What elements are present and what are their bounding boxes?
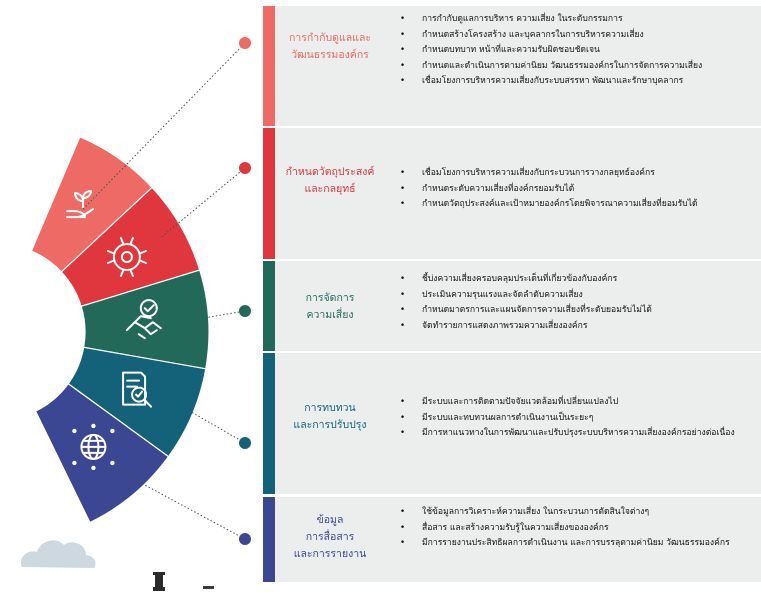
cloud-decoration bbox=[21, 540, 96, 568]
panel-accent-bar-review bbox=[263, 353, 275, 494]
panel-title-communication: ข้อมูล การสื่อสาร และการรายงาน bbox=[293, 514, 367, 560]
connector-lines bbox=[82, 37, 251, 545]
list-item: กำหนดบทบาท หน้าที่และความรับผิดชอบชัดเจน bbox=[400, 43, 759, 59]
connector-dot-governance bbox=[239, 37, 251, 49]
list-item: ใช้ข้อมูลการวิเคราะห์ความเสี่ยง ในกระบวน… bbox=[400, 505, 759, 521]
list-item: มีการรายงานประสิทธิผลการดำเนินงาน และการ… bbox=[400, 536, 759, 552]
segment-ring bbox=[30, 136, 210, 524]
panel-accent-bar-governance bbox=[263, 6, 275, 126]
panel-management: การจัดการ ความเสี่ยง ชี้บ่งความเสี่ยงครอบ… bbox=[263, 261, 761, 351]
list-item: สื่อสาร และสร้างความรับรู้ในความเสี่ยงขอ… bbox=[400, 521, 759, 537]
list-item: มีระบบและการติดตามปัจจัยแวดล้อมที่เปลี่ย… bbox=[400, 395, 759, 411]
list-item: กำหนดและดำเนินการตามค่านิยม วัฒนธรรมองค์… bbox=[400, 59, 759, 75]
panel-governance: การกำกับดูแลและ วัฒนธรรมองค์กร การกำกับดู… bbox=[263, 6, 761, 126]
panel-title-review: การทบทวน และการปรับปรุง bbox=[293, 402, 367, 431]
list-item: จัดทำรายการแสดงภาพรวมความเสี่ยงองค์กร bbox=[400, 319, 759, 335]
panel-list-management: ชี้บ่งความเสี่ยงครอบคลุมประเด็นที่เกี่ยว… bbox=[400, 272, 759, 334]
list-item: กำหนดมาตรการและแผนจัดการความเสี่ยงที่ระด… bbox=[400, 303, 759, 319]
connector-strategy bbox=[161, 167, 246, 238]
hand-plant-icon bbox=[66, 190, 95, 219]
list-item: มีระบบและทบทวนผลการดำเนินงานเป็นระยะๆ bbox=[400, 411, 759, 427]
connector-dot-review bbox=[239, 437, 251, 449]
list-item: กำหนดระดับความเสี่ยงที่องค์กรยอมรับได้ bbox=[400, 182, 759, 198]
connector-management bbox=[208, 310, 246, 318]
segment-icons bbox=[66, 190, 162, 471]
list-item: การกำกับดูแลการบริหาร ความเสี่ยง ในระดับ… bbox=[400, 12, 759, 28]
object-decoration bbox=[153, 572, 214, 591]
list-item: ชี้บ่งความเสี่ยงครอบคลุมประเด็นที่เกี่ยว… bbox=[400, 272, 759, 288]
panel-list-communication: ใช้ข้อมูลการวิเคราะห์ความเสี่ยง ในกระบวน… bbox=[400, 505, 759, 552]
list-item: เชื่อมโยงการบริหารความเสี่ยงกับระบบสรรหา… bbox=[400, 74, 759, 90]
connector-review bbox=[182, 406, 246, 444]
globe-network-icon bbox=[72, 423, 115, 471]
document-magnifier-icon bbox=[122, 371, 153, 408]
connector-dot-management bbox=[239, 305, 251, 317]
panel-list-review: มีระบบและการติดตามปัจจัยแวดล้อมที่เปลี่ย… bbox=[400, 395, 759, 442]
connector-dot-communication bbox=[239, 533, 251, 545]
connector-dot-strategy bbox=[239, 162, 251, 174]
list-item: กำหนดวัตถุประสงค์และเป้าหมายองค์กรโดยพิจ… bbox=[400, 197, 759, 213]
list-item: มีการหาแนวทางในการพัฒนาและปรับปรุงระบบบร… bbox=[400, 426, 759, 442]
panel-strategy: กำหนดวัตถุประสงค์ และกลยุทธ์ เชื่อมโยงการ… bbox=[263, 128, 761, 259]
list-item: ประเมินความรุนแรงและจัดลำดับความเสี่ยง bbox=[400, 288, 759, 304]
connector-communication bbox=[109, 465, 246, 540]
list-item: กำหนดสร้างโครงสร้าง และบุคลากรในการบริหา… bbox=[400, 28, 759, 44]
list-item: เชื่อมโยงการบริหารความเสี่ยงกับกระบวนการ… bbox=[400, 166, 759, 182]
panel-accent-bar-strategy bbox=[263, 128, 275, 259]
connector-governance bbox=[82, 42, 246, 210]
gear-wrench-icon bbox=[106, 237, 147, 277]
panel-list-strategy: เชื่อมโยงการบริหารความเสี่ยงกับกระบวนการ… bbox=[400, 166, 759, 213]
panel-title-strategy: กำหนดวัตถุประสงค์ และกลยุทธ์ bbox=[285, 166, 375, 195]
panel-list-governance: การกำกับดูแลการบริหาร ความเสี่ยง ในระดับ… bbox=[400, 12, 759, 90]
panel-communication: ข้อมูล การสื่อสาร และการรายงาน ใช้ข้อมูลก… bbox=[263, 497, 761, 582]
panel-review: การทบทวน และการปรับปรุง มีระบบและการติดตา… bbox=[263, 353, 761, 494]
panel-accent-bar-management bbox=[263, 261, 275, 351]
panel-title-management: การจัดการ ความเสี่ยง bbox=[305, 292, 355, 321]
panel-accent-bar-communication bbox=[263, 497, 275, 582]
handshake-check-icon bbox=[125, 299, 162, 340]
panel-title-governance: การกำกับดูแลและ วัฒนธรรมองค์กร bbox=[288, 32, 372, 61]
